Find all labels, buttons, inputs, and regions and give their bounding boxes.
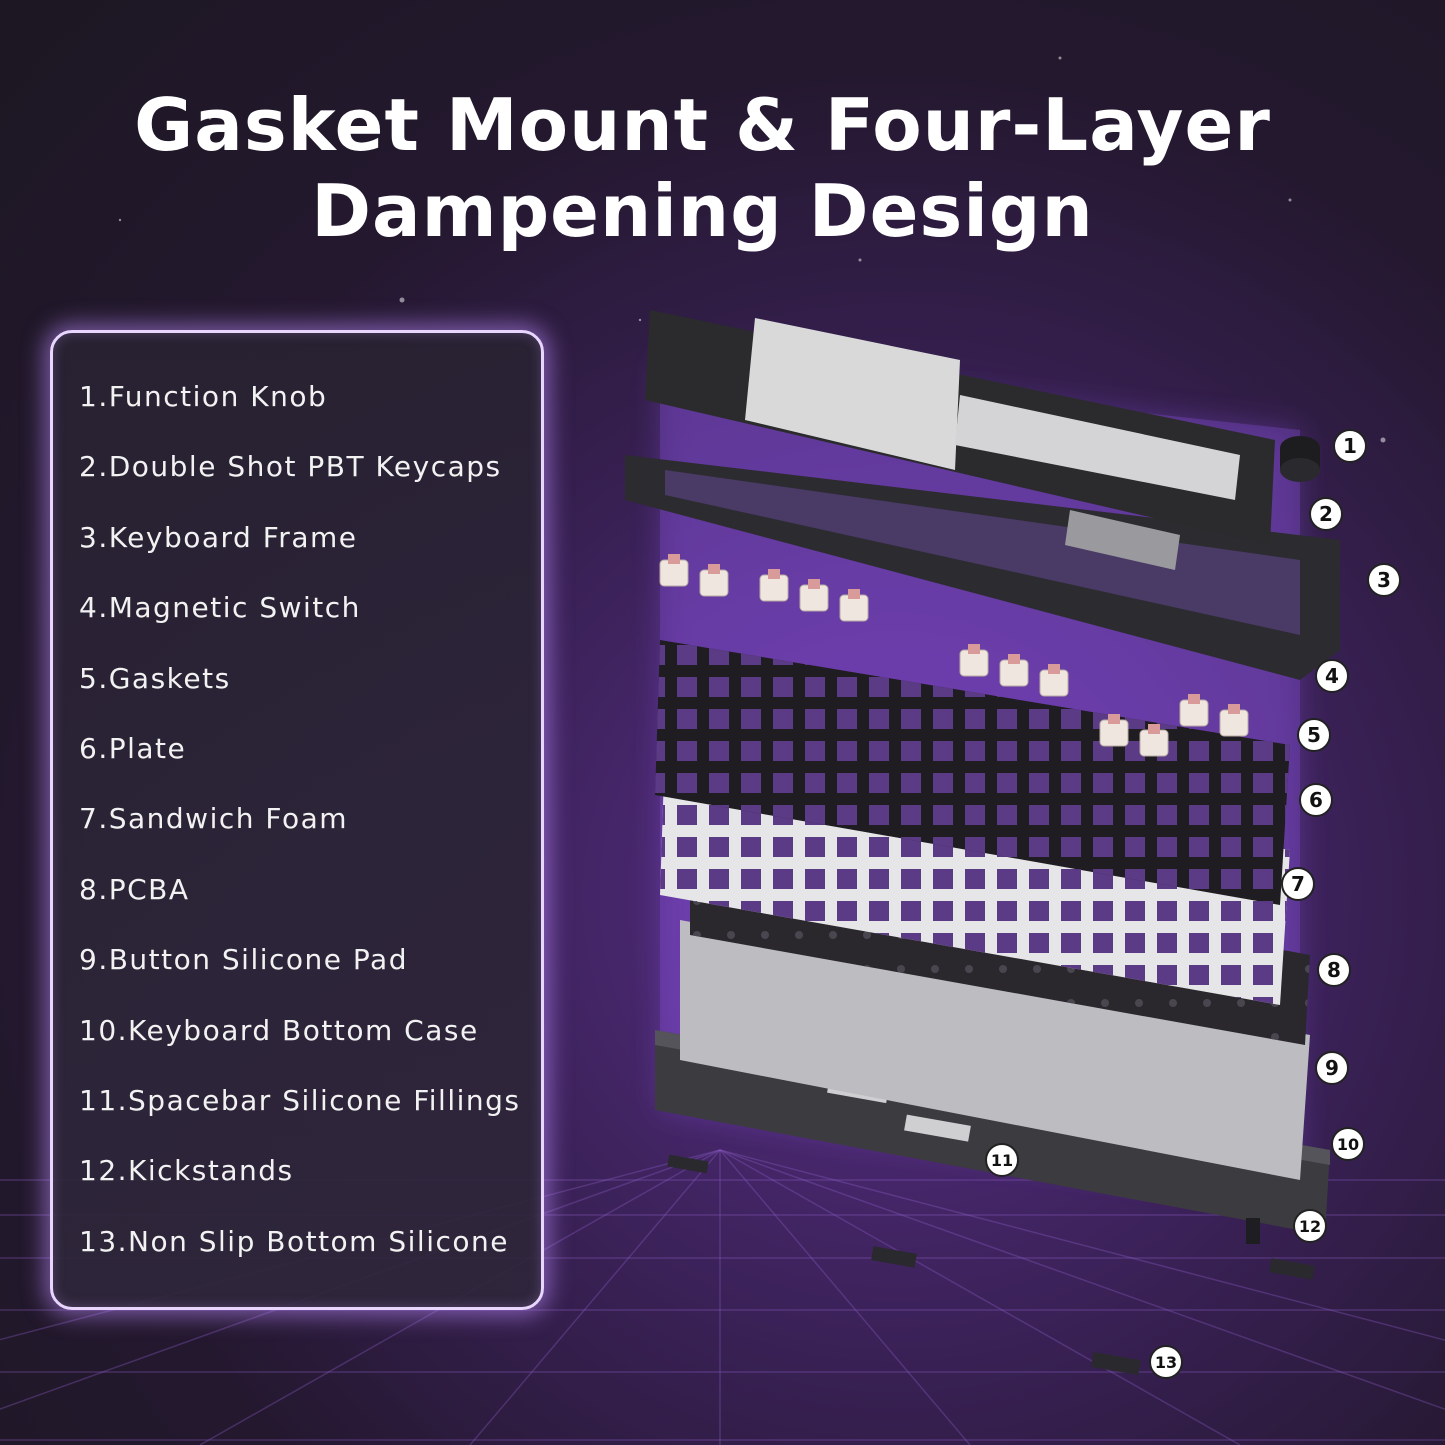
- svg-text:7: 7: [1291, 872, 1305, 896]
- list-item: 13.Non Slip Bottom Silicone: [79, 1224, 509, 1258]
- plate: [655, 640, 1290, 905]
- callout-8: 8: [1317, 953, 1351, 987]
- list-item: 3.Keyboard Frame: [79, 520, 358, 554]
- svg-text:1: 1: [1343, 434, 1357, 458]
- parts-list: 1.Function Knob 2.Double Shot PBT Keycap…: [79, 375, 521, 1290]
- callout-13: 13: [1149, 1345, 1183, 1379]
- exploded-keyboard-diagram: 1 2 3 4 5 6 7 8 9 10 11 12 13: [625, 310, 1401, 1379]
- list-item: 5.Gaskets: [79, 661, 231, 695]
- magnetic-switches: [659, 554, 1249, 757]
- list-item: 2.Double Shot PBT Keycaps: [79, 450, 502, 484]
- callout-1: 1: [1333, 429, 1367, 463]
- callout-7: 7: [1281, 867, 1315, 901]
- silicone-pad: [680, 920, 1310, 1180]
- svg-text:3: 3: [1377, 568, 1391, 592]
- non-slip-silicone-feet: [667, 1154, 1315, 1376]
- callout-3: 3: [1367, 563, 1401, 597]
- page-title: Gasket Mount & Four-Layer Dampening Desi…: [0, 82, 1405, 254]
- function-knob-icon: [1280, 436, 1320, 482]
- svg-text:5: 5: [1307, 723, 1321, 747]
- list-item: 11.Spacebar Silicone Fillings: [79, 1083, 521, 1117]
- callout-5: 5: [1297, 718, 1331, 752]
- keycaps: [645, 310, 1275, 570]
- list-item: 7.Sandwich Foam: [79, 802, 349, 836]
- list-item: 12.Kickstands: [79, 1154, 294, 1188]
- kickstands: [1246, 1218, 1260, 1244]
- svg-text:13: 13: [1155, 1353, 1177, 1372]
- callout-6: 6: [1299, 783, 1333, 817]
- list-item: 8.PCBA: [79, 872, 190, 906]
- svg-text:8: 8: [1327, 958, 1341, 982]
- callout-12: 12: [1293, 1209, 1327, 1243]
- svg-text:4: 4: [1325, 664, 1339, 688]
- svg-text:12: 12: [1299, 1217, 1321, 1236]
- list-item: 6.Plate: [79, 731, 187, 765]
- callout-badges: 1 2 3 4 5 6 7 8 9 10 11 12 13: [985, 429, 1401, 1379]
- callout-11: 11: [985, 1143, 1019, 1177]
- list-item: 10.Keyboard Bottom Case: [79, 1013, 479, 1047]
- list-item: 1.Function Knob: [79, 380, 328, 413]
- list-item: 4.Magnetic Switch: [79, 591, 361, 625]
- callout-10: 10: [1331, 1127, 1365, 1161]
- title-line-1: Gasket Mount & Four-Layer: [134, 83, 1271, 167]
- callout-9: 9: [1315, 1051, 1349, 1085]
- parts-list-panel: 1.Function Knob 2.Double Shot PBT Keycap…: [50, 330, 544, 1310]
- list-item: 9.Button Silicone Pad: [79, 943, 408, 977]
- svg-text:2: 2: [1319, 502, 1333, 526]
- stars: [118, 56, 1386, 443]
- svg-text:6: 6: [1309, 788, 1323, 812]
- title-line-2: Dampening Design: [311, 169, 1094, 253]
- callout-2: 2: [1309, 497, 1343, 531]
- callout-4: 4: [1315, 659, 1349, 693]
- svg-text:9: 9: [1325, 1056, 1339, 1080]
- svg-text:11: 11: [991, 1151, 1013, 1170]
- svg-text:10: 10: [1337, 1135, 1359, 1154]
- keyboard-frame: [625, 455, 1340, 680]
